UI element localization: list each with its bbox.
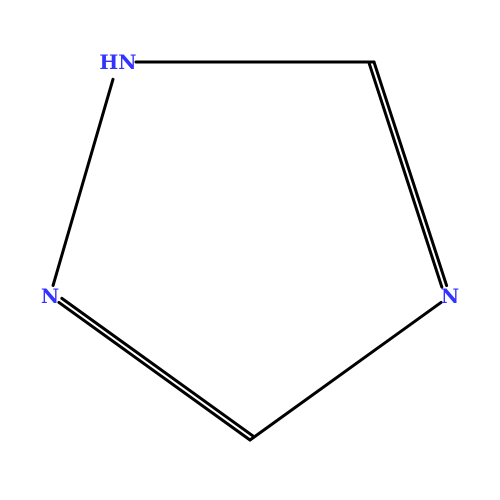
atom-label-n-right: N	[441, 284, 459, 308]
bond-n5-n1	[51, 77, 115, 287]
atom-label-layer: HN N N	[41, 50, 459, 308]
bond-c4-n5-second-line	[60, 296, 255, 438]
bond-layer	[51, 60, 449, 442]
bond-c2-n3-second-line	[367, 62, 444, 289]
bond-c2-n3	[372, 60, 449, 288]
atom-label-hn: HN	[99, 50, 136, 74]
atom-label-n-left: N	[41, 284, 59, 308]
bond-c4-n5	[57, 300, 252, 442]
bond-n3-c4	[248, 300, 443, 442]
